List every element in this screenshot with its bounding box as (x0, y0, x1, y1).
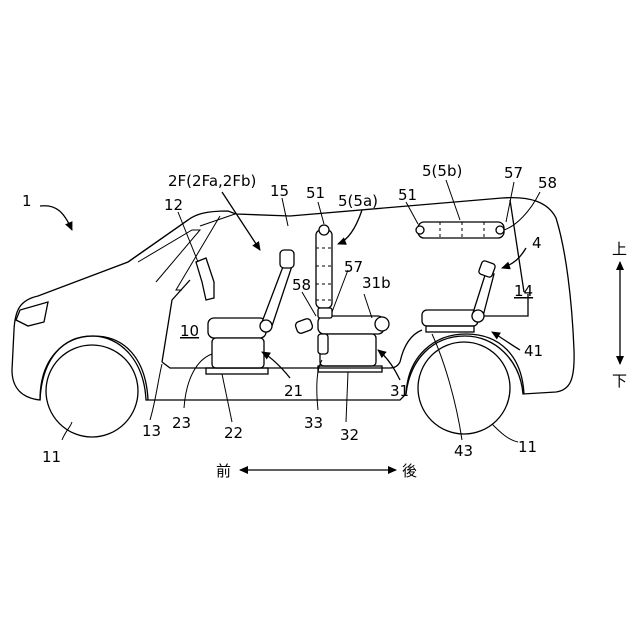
label-rear: 後 (402, 462, 417, 480)
label-31b: 31b (362, 274, 391, 292)
leader-5b (446, 180, 460, 220)
leader-57a (332, 270, 348, 312)
front-wheel (46, 345, 138, 437)
label-14: 14 (514, 282, 533, 300)
leader-5a (338, 210, 362, 244)
label-23: 23 (172, 414, 191, 432)
label-13: 13 (142, 422, 161, 440)
label-15: 15 (270, 182, 289, 200)
airbag-5a (316, 225, 332, 318)
windshield-inner (138, 230, 200, 282)
label-31: 31 (390, 382, 409, 400)
windshield-line (128, 220, 188, 262)
leader-2f (222, 192, 260, 250)
label-10: 10 (180, 322, 199, 340)
label-51b: 51 (398, 186, 417, 204)
leader-15 (282, 198, 288, 226)
label-22: 22 (224, 424, 243, 442)
label-58b: 58 (538, 174, 557, 192)
leader-11b (492, 424, 518, 442)
label-5a: 5(5a) (338, 192, 378, 210)
rear-seat (422, 260, 528, 332)
label-12: 12 (164, 196, 183, 214)
label-33: 33 (304, 414, 323, 432)
leader-1 (40, 206, 72, 230)
rear-pillar (510, 200, 524, 292)
leader-22 (222, 374, 232, 422)
leader-13 (150, 364, 162, 420)
label-58a: 58 (292, 276, 311, 294)
label-up: 上 (612, 240, 627, 258)
airbag-5b (416, 222, 504, 238)
leader-4 (502, 248, 526, 268)
leader-31 (378, 350, 400, 380)
label-21: 21 (284, 382, 303, 400)
label-5b: 5(5b) (422, 162, 462, 180)
label-51a: 51 (306, 184, 325, 202)
leader-58a (302, 292, 316, 316)
label-41: 41 (524, 342, 543, 360)
leader-31b (364, 294, 372, 318)
label-57b: 57 (504, 164, 523, 182)
label-1: 1 (22, 192, 32, 210)
steering-wheel (196, 258, 214, 300)
label-down: 下 (612, 372, 627, 390)
label-4: 4 (532, 234, 542, 252)
front-window-frame (200, 214, 235, 226)
label-11b: 11 (518, 438, 537, 456)
label-57a: 57 (344, 258, 363, 276)
leader-32 (346, 372, 348, 422)
label-32: 32 (340, 426, 359, 444)
label-2f: 2F(2Fa,2Fb) (168, 172, 256, 190)
label-front: 前 (216, 462, 231, 480)
rear-wheel (418, 342, 510, 434)
label-11a: 11 (42, 448, 61, 466)
label-43: 43 (454, 442, 473, 460)
front-seat (206, 250, 294, 374)
middle-seat (294, 316, 389, 372)
